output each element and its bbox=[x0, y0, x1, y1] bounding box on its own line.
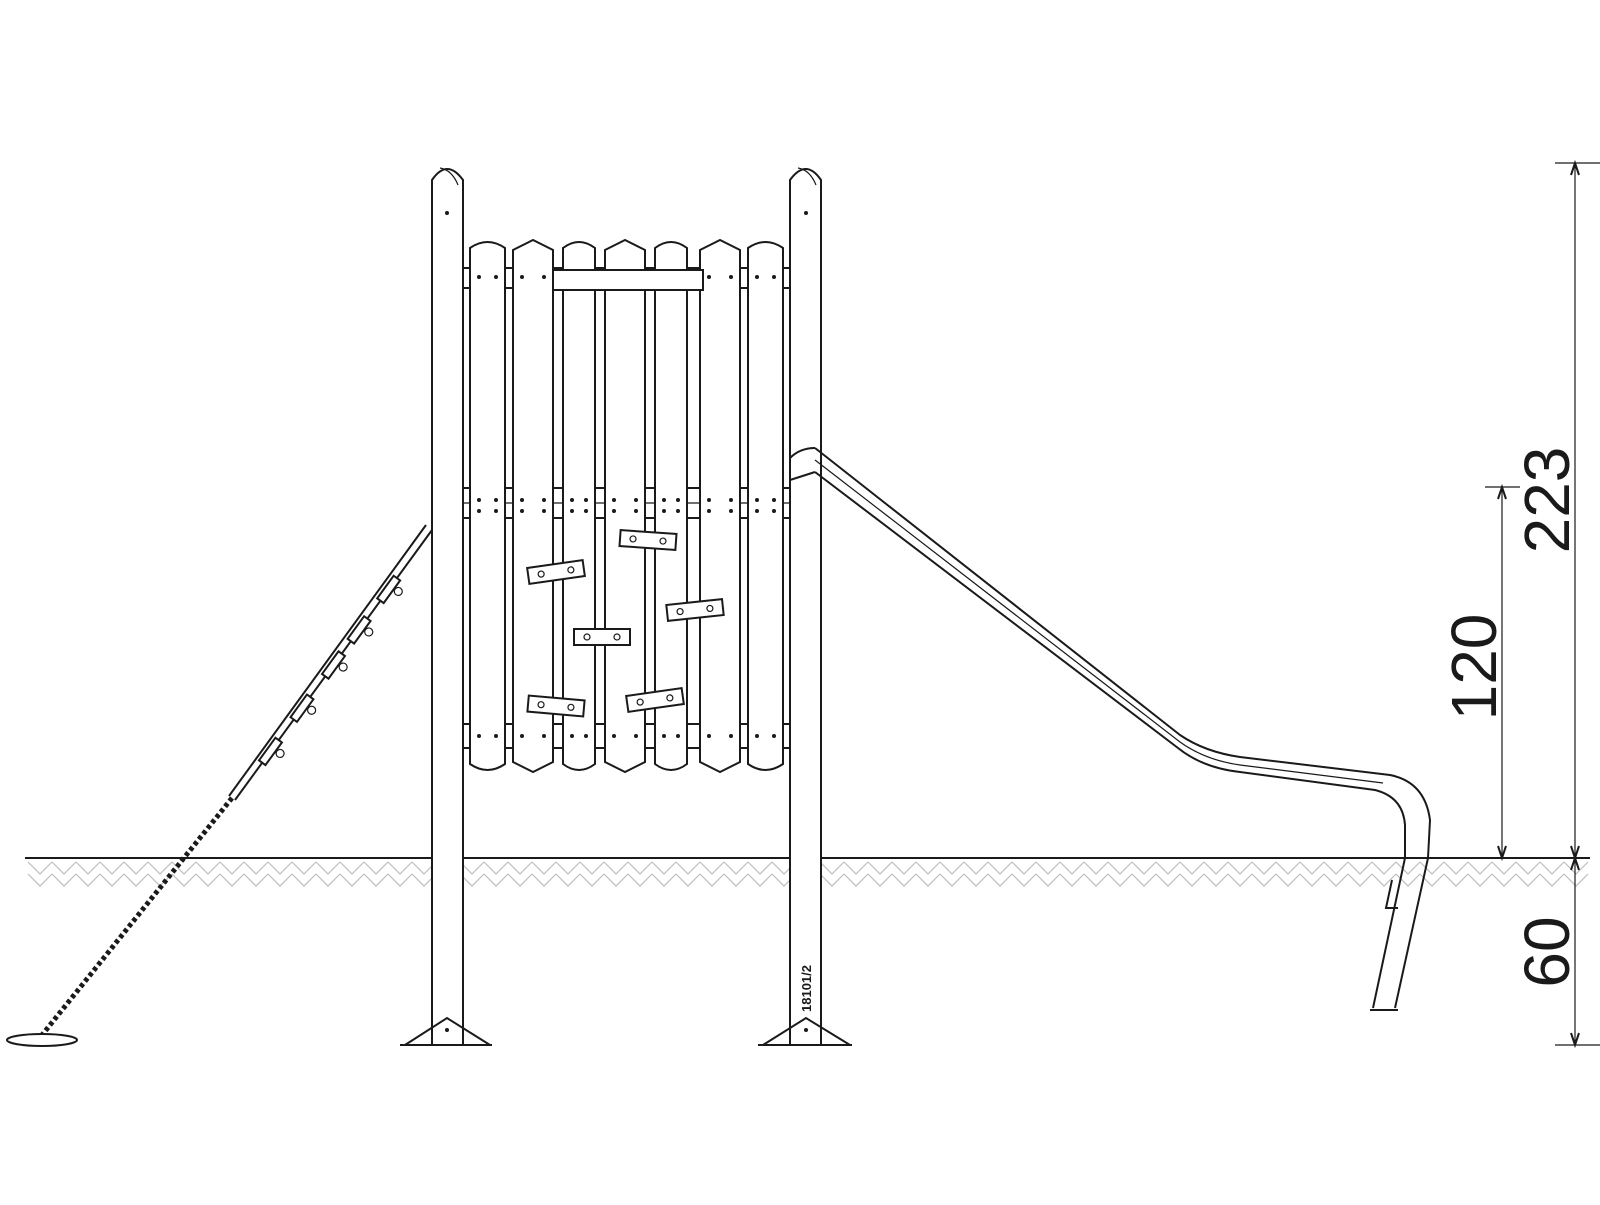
plank bbox=[604, 238, 646, 774]
dimension-platform-label: 120 bbox=[1438, 614, 1510, 721]
rope-clamp bbox=[257, 736, 285, 767]
climbing-hold bbox=[526, 694, 586, 718]
rope-clamp bbox=[289, 693, 317, 724]
rope-clamp bbox=[346, 614, 374, 645]
climbing-wall-planks bbox=[469, 238, 784, 774]
plank bbox=[699, 238, 741, 774]
dimension-foundation bbox=[1555, 854, 1600, 1049]
climbing-hold bbox=[618, 528, 678, 552]
dimension-total-label: 223 bbox=[1511, 447, 1583, 554]
climbing-hold bbox=[625, 687, 685, 713]
rope-clamp bbox=[375, 574, 403, 605]
left-post bbox=[400, 167, 492, 1046]
rope-clamp bbox=[320, 649, 348, 681]
plank bbox=[747, 241, 784, 771]
slide bbox=[789, 447, 1432, 1011]
right-post bbox=[758, 167, 852, 1046]
plank bbox=[654, 241, 688, 771]
plank bbox=[562, 241, 596, 771]
product-code: 18101/2 bbox=[799, 965, 814, 1012]
climbing-hold bbox=[573, 628, 631, 646]
dimension-total bbox=[1555, 159, 1600, 862]
ground-hatch bbox=[27, 861, 1589, 887]
plank bbox=[469, 241, 506, 771]
dimension-platform bbox=[1485, 483, 1520, 862]
climbing-hold bbox=[665, 598, 725, 622]
climbing-rope bbox=[6, 524, 433, 1047]
climbing-holds bbox=[526, 528, 725, 718]
dimension-foundation-label: 60 bbox=[1511, 916, 1583, 987]
climbing-hold bbox=[526, 559, 586, 585]
plank bbox=[512, 238, 554, 774]
